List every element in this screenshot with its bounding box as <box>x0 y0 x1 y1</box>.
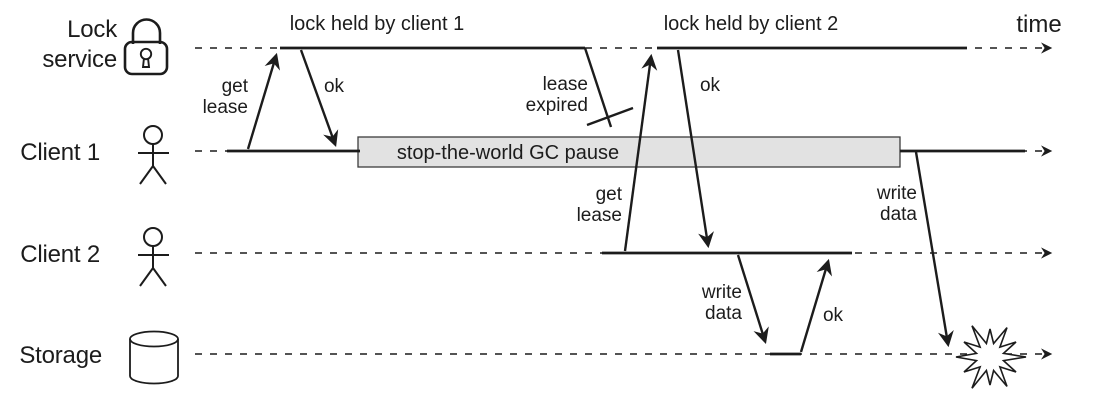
lane-label-storage: Storage <box>19 342 102 369</box>
msg-label-write-data-client1: write data <box>876 183 917 225</box>
conflict-burst-icon <box>955 325 1027 389</box>
arrow-ok-client2 <box>676 49 714 249</box>
msg-label-ok-storage: ok <box>822 305 844 326</box>
arrow-write-data-client2 <box>736 254 769 345</box>
person-icon <box>138 125 169 185</box>
person-icon <box>138 227 169 287</box>
arrow-get-lease-client2 <box>623 53 658 252</box>
arrow-write-data-client1-late <box>914 151 954 348</box>
msg-label-ok-2: ok <box>699 75 721 96</box>
gc-pause-box <box>357 136 901 168</box>
lane-label-client-1: Client 1 <box>20 139 100 166</box>
msg-label-lease-expired: lease expired <box>525 74 588 116</box>
arrow-get-lease-client1 <box>246 52 280 150</box>
arrow-ok-client1 <box>299 49 339 148</box>
annotation-lock-held-client2: lock held by client 2 <box>663 13 839 35</box>
msg-label-write-data-client2: write data <box>701 282 742 324</box>
annotation-lock-held-client1: lock held by client 1 <box>289 13 465 35</box>
arrow-ok-storage <box>799 258 832 353</box>
padlock-icon <box>123 18 169 76</box>
lane-label-lock-service: Lock service <box>42 16 117 73</box>
gc-pause-label: stop-the-world GC pause <box>396 142 620 164</box>
lease-expired-cross-icon <box>586 106 634 127</box>
msg-label-get-lease-2: get lease <box>576 184 622 226</box>
time-axis-label: time <box>1016 11 1062 38</box>
database-cylinder-icon <box>129 330 179 385</box>
arrow-lease-expired <box>583 47 613 128</box>
lane-label-client-2: Client 2 <box>20 241 100 268</box>
msg-label-ok-1: ok <box>323 76 345 97</box>
msg-label-get-lease-1: get lease <box>202 76 248 118</box>
